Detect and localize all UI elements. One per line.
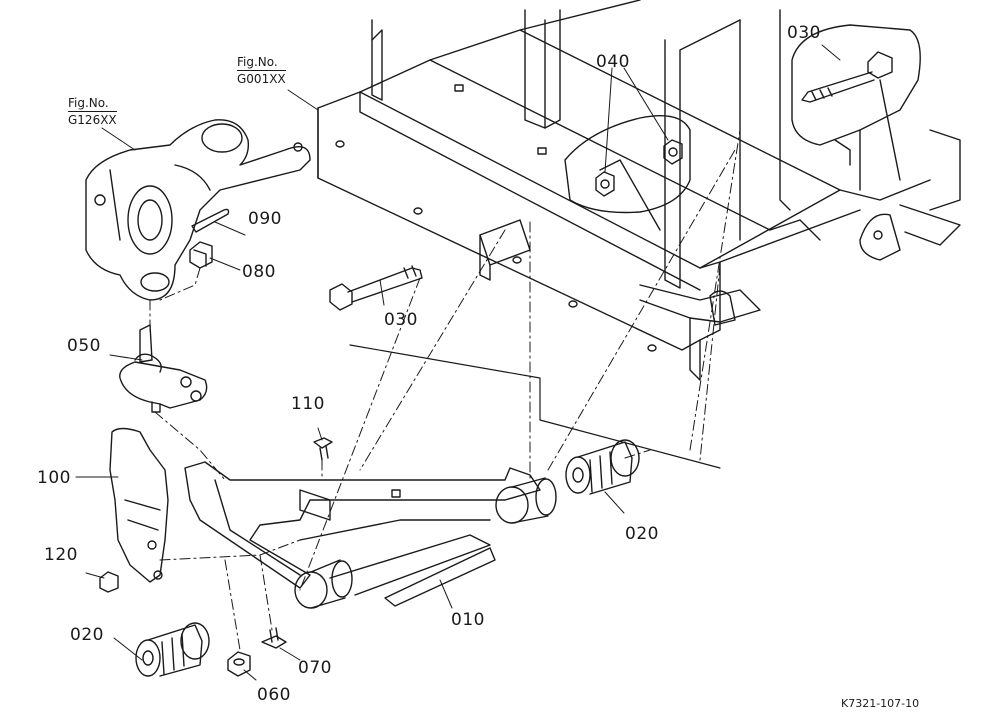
label-020-front: 020 [70,625,104,645]
label-050: 050 [67,336,101,356]
label-040: 040 [596,52,630,72]
label-030-bottom: 030 [384,310,418,330]
cotter-pin [191,208,230,233]
castle-nut [189,241,213,269]
figure-ref-knuckle: Fig.No. G126XX [68,96,117,128]
label-080: 080 [242,262,276,282]
figure-ref-knuckle-code: G126XX [68,111,117,127]
figure-ref-frame: Fig.No. G001XX [237,55,286,87]
steering-knuckle [85,119,311,301]
section-break-line [349,344,721,469]
bolt-030-bottom [329,265,423,311]
nuts-040 [595,139,683,197]
bolt-110 [313,437,333,461]
label-120: 120 [44,545,78,565]
ball-joint [119,324,208,413]
bushing-020-rear [565,439,640,495]
label-110: 110 [291,394,325,414]
front-frame [317,0,961,498]
lower-arm [184,461,557,609]
figure-ref-frame-prefix: Fig.No. [237,55,278,69]
bolt-030-top [801,51,893,103]
label-030-top: 030 [787,23,821,43]
label-070: 070 [298,658,332,678]
figure-ref-frame-code: G001XX [237,70,286,86]
label-020-rear: 020 [625,524,659,544]
flange-nut [227,651,251,677]
nut-120 [99,571,119,593]
assembly-lines [149,129,741,651]
leader-lines [75,44,841,681]
label-060: 060 [257,685,291,705]
flange-bolt [261,627,287,649]
drawing-code: K7321-107-10 [841,697,920,710]
label-100: 100 [37,468,71,488]
figure-ref-knuckle-prefix: Fig.No. [68,96,109,110]
label-090: 090 [248,209,282,229]
cover-plate [109,427,169,583]
bushing-020-front [135,622,210,677]
label-010: 010 [451,610,485,630]
